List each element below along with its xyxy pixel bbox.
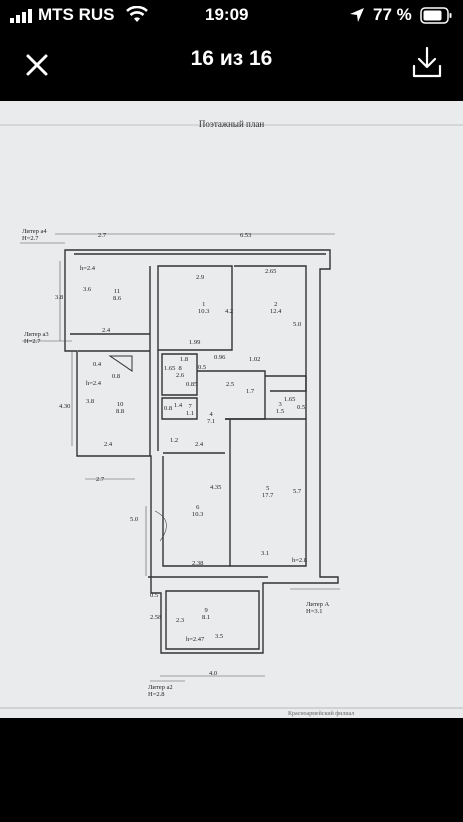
dimension-label: 2.58 [150, 614, 162, 621]
dimension-label: 1.65 [164, 365, 176, 372]
dimension-label: 2.4 [104, 441, 113, 448]
dimension-label: 1.02 [249, 356, 261, 363]
dimension-label: 5.7 [293, 488, 302, 495]
location-arrow-icon [350, 8, 364, 22]
dimension-label: 0.4 [93, 361, 102, 368]
status-bar: MTS RUS 19:09 77 % [0, 0, 463, 32]
dimension-label: 4.0 [209, 670, 218, 677]
battery-percent: 77 % [373, 5, 412, 24]
battery-icon [420, 7, 452, 24]
floor-plan-drawing [0, 124, 463, 709]
dimension-label: 2.7 [98, 232, 107, 239]
dimension-label: 0.5 [198, 364, 207, 371]
height-label: h=2.4 [86, 380, 102, 387]
dimension-label: 0.5 [150, 592, 159, 599]
dimension-label: 1.99 [189, 339, 201, 346]
page-counter: 16 из 16 [190, 47, 273, 70]
clock: 19:09 [205, 5, 249, 24]
dimension-label: 1.8 [180, 356, 189, 363]
dimension-label: 1.4 [174, 402, 183, 409]
dimension-label: 6.53 [240, 232, 252, 239]
dimension-label: 2.9 [196, 274, 205, 281]
dimension-label: 0.85 [186, 381, 198, 388]
close-icon[interactable] [20, 48, 54, 82]
dimension-label: 5.0 [130, 516, 139, 523]
height-label: h=2.8 [292, 557, 308, 564]
dimension-label: 3.8 [55, 294, 64, 301]
cellular-signal-icon [10, 9, 32, 23]
viewer-top-bar: 16 из 16 [0, 32, 463, 98]
dimension-label: 2.65 [265, 268, 277, 275]
dimension-label: 2.5 [226, 381, 235, 388]
dimension-label: 3.6 [83, 286, 92, 293]
dimension-label: 0.8 [164, 405, 173, 412]
dimension-label: 1.2 [170, 437, 179, 444]
wifi-icon [126, 6, 148, 22]
dimension-label: 4.35 [210, 484, 222, 491]
download-icon[interactable] [410, 44, 444, 80]
carrier-name: MTS RUS [38, 5, 115, 24]
dimension-label: 1.65 [284, 396, 296, 403]
dimension-label: 2.4 [102, 327, 111, 334]
dimension-label: 0.8 [112, 373, 121, 380]
dimension-label: 3.5 [215, 633, 224, 640]
dimension-label: 1.7 [246, 388, 255, 395]
plan-title: Поэтажный план [198, 119, 265, 129]
footer-fragment: Красноармейский филиал [288, 711, 355, 717]
dimension-label: 4.2 [225, 308, 234, 315]
dimension-label: 2.7 [96, 476, 105, 483]
height-label: h=2.47 [186, 636, 205, 643]
dimension-label: 3.8 [86, 398, 95, 405]
dimension-label: 2.38 [192, 560, 204, 567]
dimension-label: 2.3 [176, 617, 185, 624]
dimension-label: 0.5 [297, 404, 306, 411]
dimension-label: 3.1 [261, 550, 270, 557]
dimension-label: 2.4 [195, 441, 204, 448]
dimension-label: 4.30 [59, 403, 71, 410]
dimension-label: 0.96 [214, 354, 226, 361]
dimension-label: 5.0 [293, 321, 302, 328]
height-label: h=2.4 [80, 265, 96, 272]
